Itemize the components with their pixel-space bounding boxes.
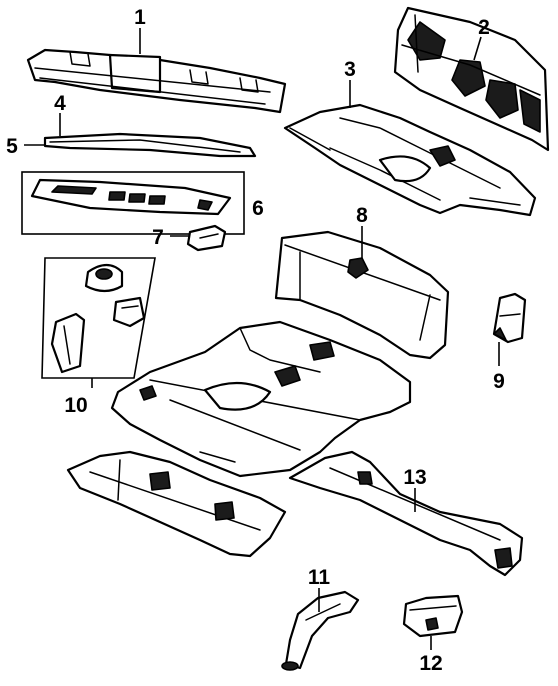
callout-1: 1 [134,6,146,29]
callout-11: 11 [308,566,331,589]
callout-5: 5 [6,135,18,158]
part-10-group-box [41,257,156,379]
callout-12: 12 [419,652,442,675]
part-7-clip [186,224,227,252]
callout-3: 3 [344,58,356,81]
part-6-group-box [21,171,245,235]
callout-13: 13 [403,466,426,489]
callout-4: 4 [54,92,66,115]
part-12-bracket [402,594,464,638]
part-6-cowl-vent-grille [30,178,232,216]
callout-labels: 1 2 3 4 5 6 7 8 9 10 11 12 13 [6,6,505,675]
part-8-rear-panel [274,230,450,360]
part-4-5-cowl-seal [43,132,257,158]
leader-lines [24,28,500,650]
callout-6: 6 [252,197,264,220]
rear-crossmember [66,450,287,558]
part-10-brackets [50,263,146,374]
callout-7: 7 [152,226,164,249]
part-2-dash-panel [393,6,550,152]
floor-pan-assembly [110,320,412,478]
part-1-cowl-top-panel [26,48,287,114]
part-9-bracket [492,292,527,344]
part-3-front-floor-pan [283,103,537,217]
callout-8: 8 [356,204,368,227]
callout-9: 9 [493,370,505,393]
part-11-rail-extension [281,590,360,671]
callout-10: 10 [64,394,87,417]
callout-2: 2 [478,16,490,39]
